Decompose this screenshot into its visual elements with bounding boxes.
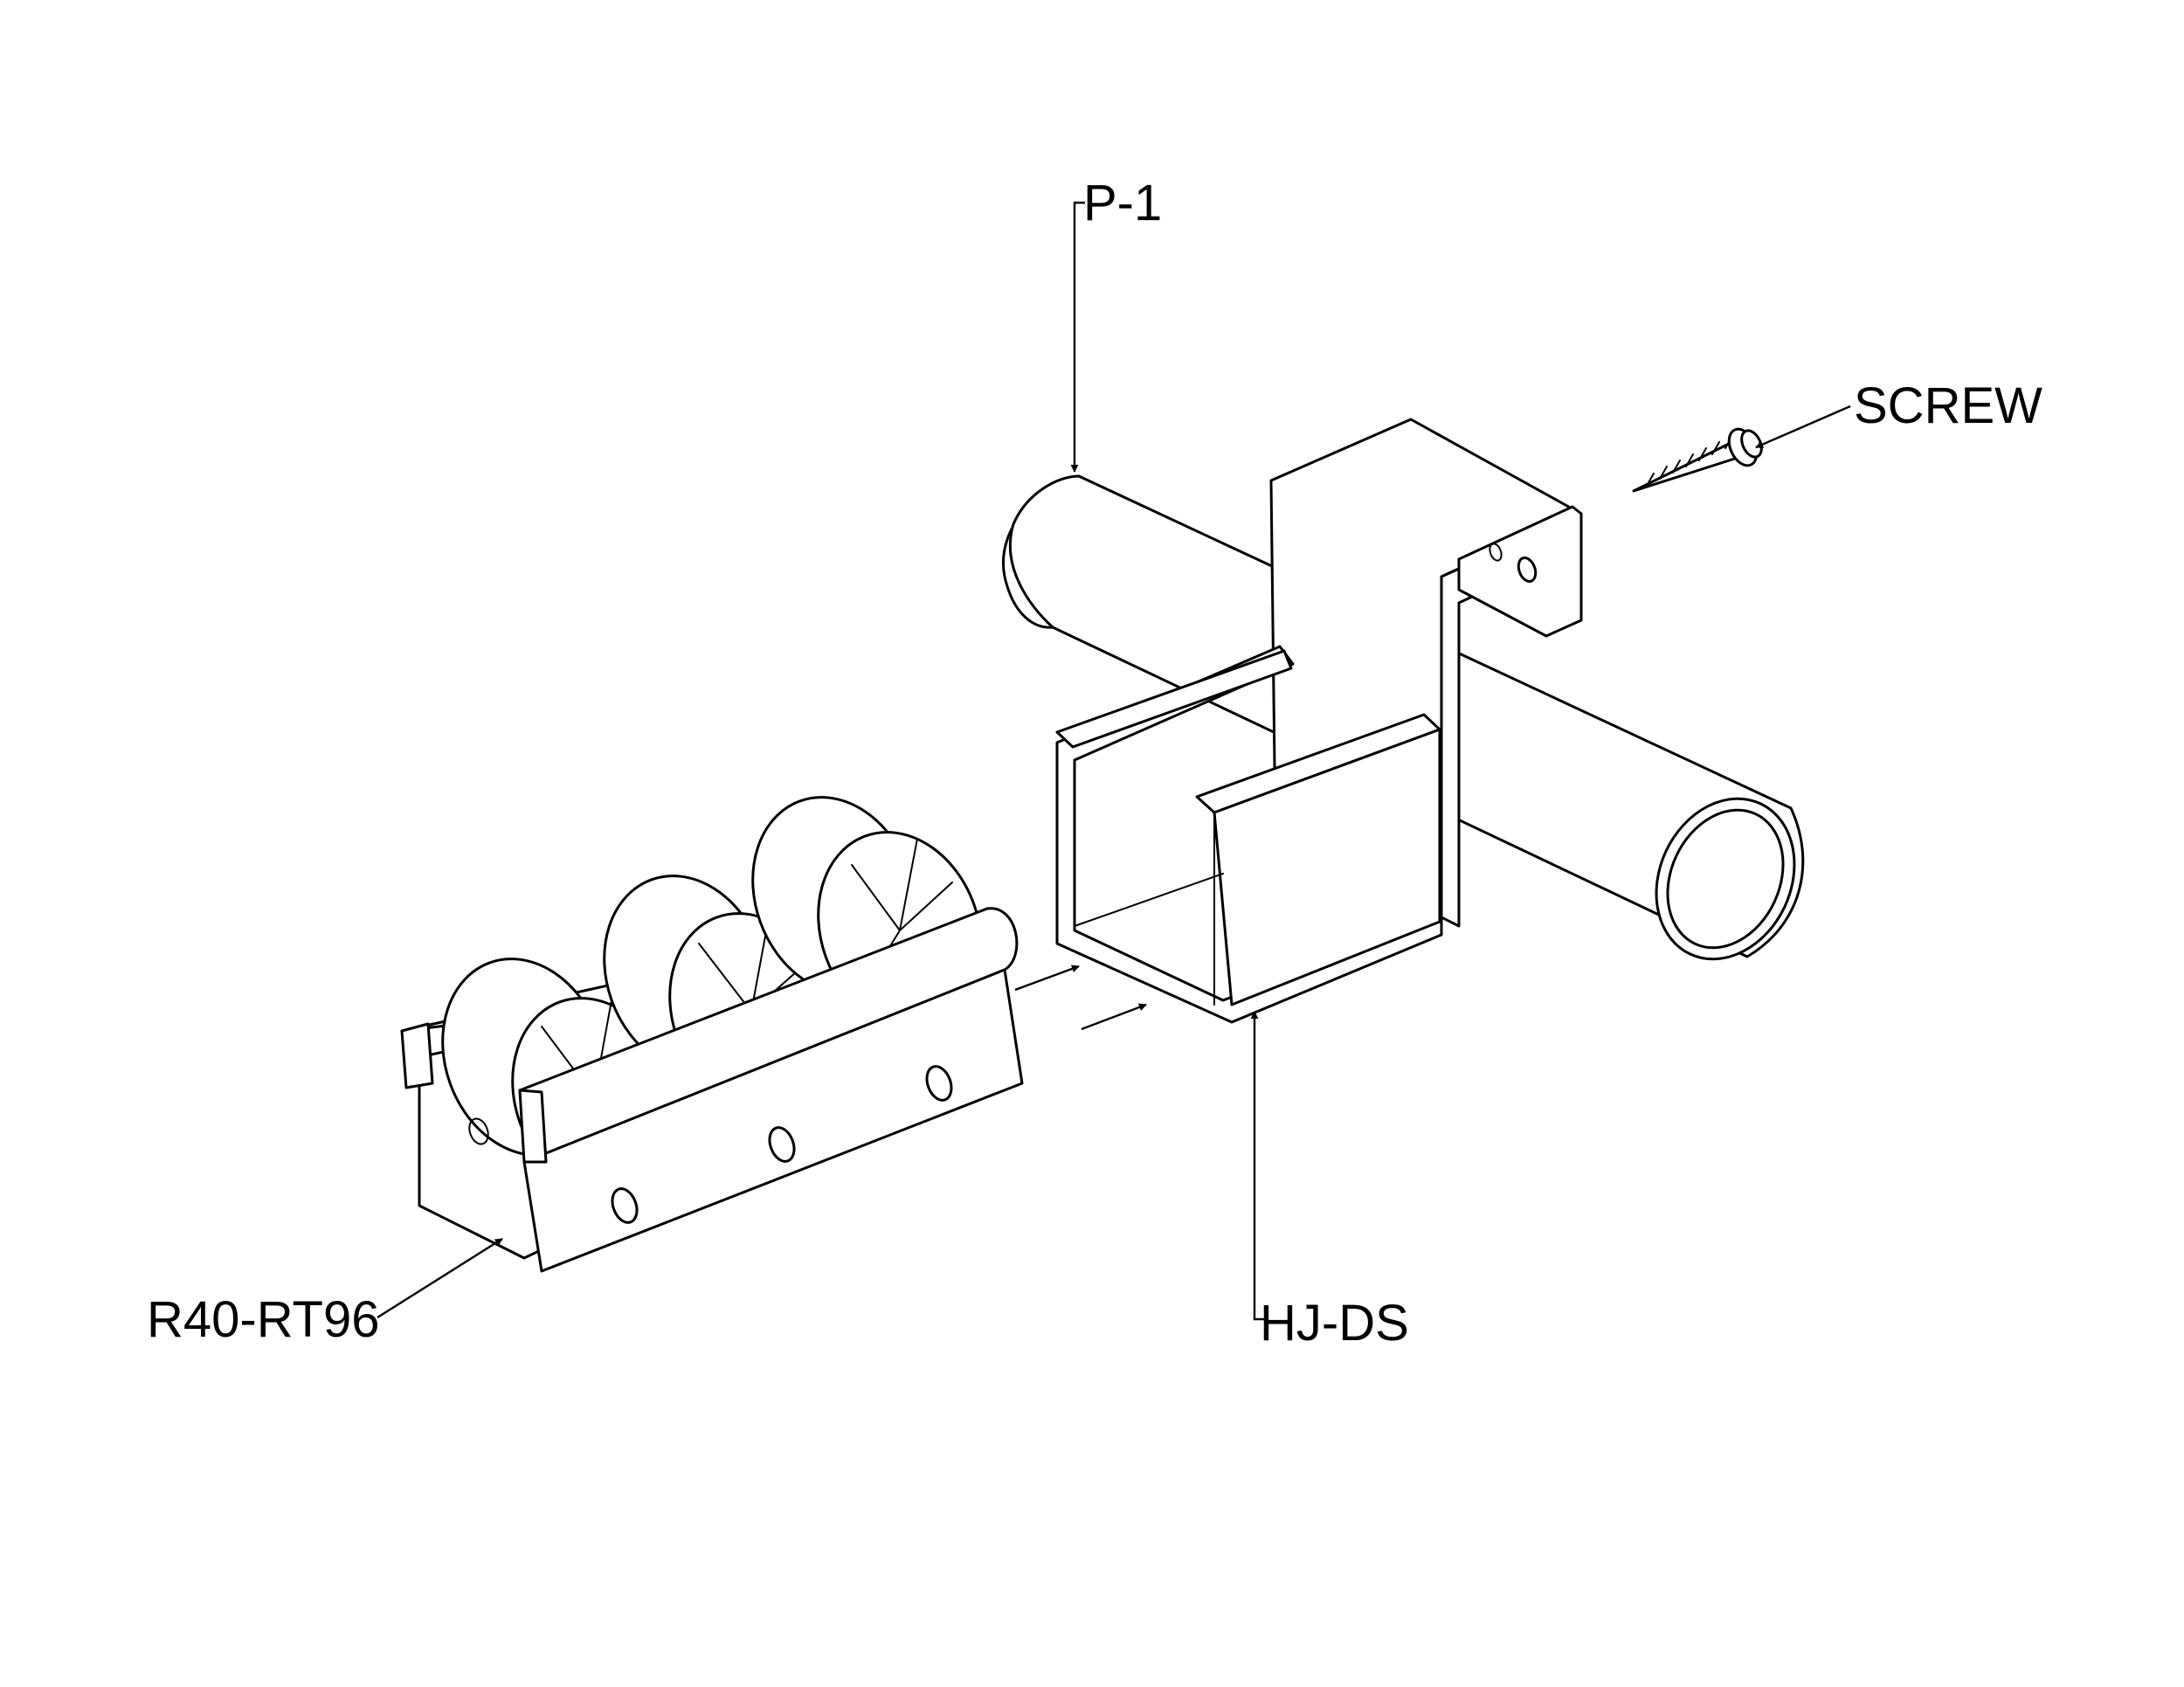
bracket-part [1055,418,1583,1024]
label-r40-rt96-text: R40-RT96 [147,1291,380,1348]
label-r40-rt96: R40-RT96 [147,1237,503,1348]
label-hj-ds: HJ-DS [1250,1011,1409,1352]
label-screw: SCREW [1755,377,2042,449]
label-p1: P-1 [1070,175,1162,473]
label-p1-text: P-1 [1083,175,1162,232]
insertion-arrows [1014,964,1147,1031]
roller-part [400,796,1024,1273]
screw-part [1632,427,1763,493]
label-hj-ds-text: HJ-DS [1260,1295,1409,1352]
label-screw-text: SCREW [1854,377,2042,434]
